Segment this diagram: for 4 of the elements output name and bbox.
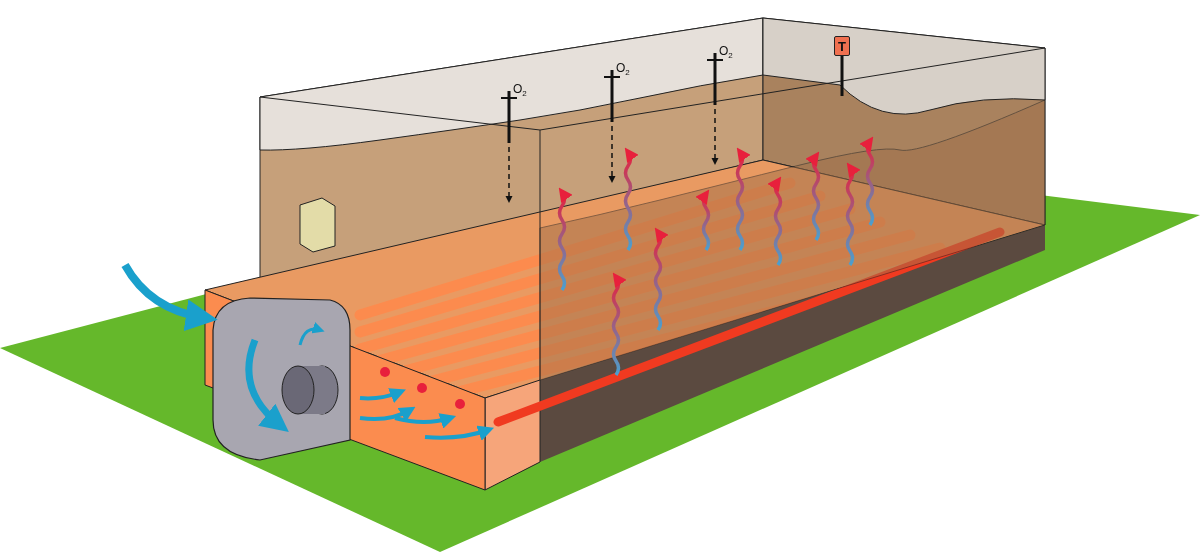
oxygen-label: O$_{2}$ xyxy=(616,62,630,78)
temperature-sensor: T xyxy=(834,36,850,56)
oxygen-label: O$_{2}$ xyxy=(513,83,527,99)
oxygen-label: O$_{2}$ xyxy=(719,45,733,61)
